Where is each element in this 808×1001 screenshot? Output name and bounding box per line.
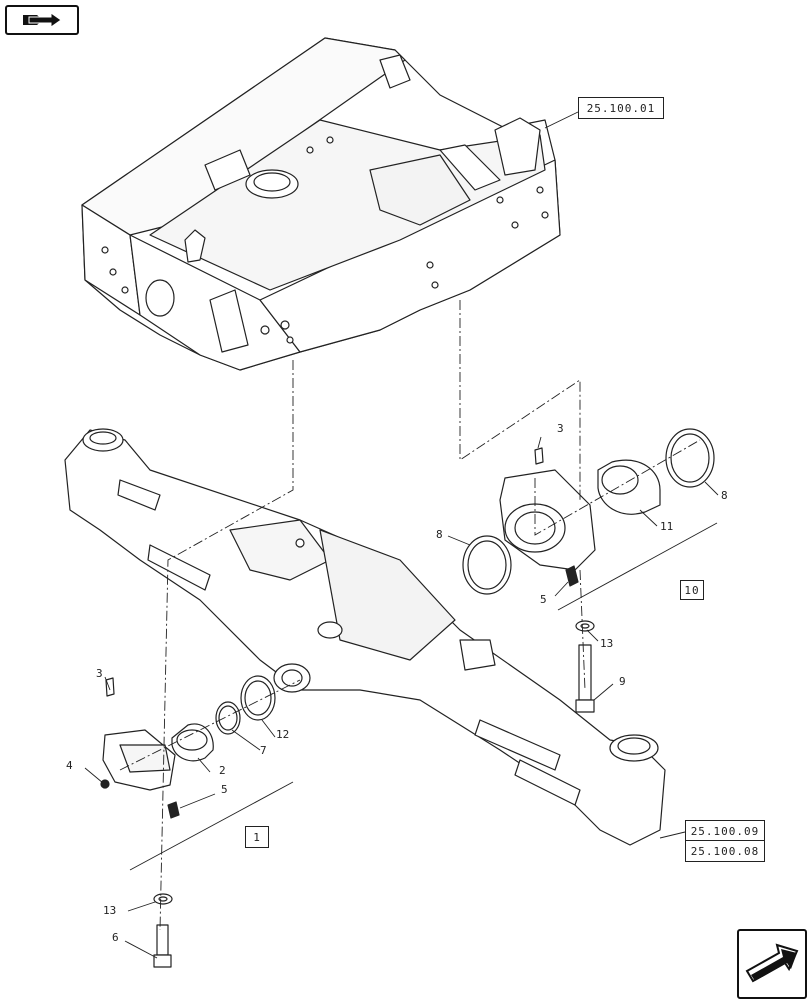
callout-pin-right: 3	[557, 422, 564, 435]
callout-washer-left: 13	[103, 904, 117, 917]
next-page-arrow-icon[interactable]	[737, 929, 807, 999]
callout-bolt-right: 9	[619, 675, 626, 688]
assembly-box-right[interactable]: 10	[680, 580, 704, 600]
callout-seal-ring-left: 8	[436, 528, 443, 541]
callout-nut-left: 4	[66, 759, 73, 772]
book-arrow-icon[interactable]	[5, 5, 79, 35]
callout-bolt-left: 6	[112, 931, 119, 944]
bolt-6	[156, 924, 169, 956]
callout-fitting-left: 5	[221, 783, 228, 796]
pin-3-left	[105, 677, 115, 697]
callout-bushing-right: 11	[660, 520, 674, 533]
callout-washer-right: 13	[600, 637, 614, 650]
callout-fitting-right: 5	[540, 593, 547, 606]
pin-3-right	[534, 447, 544, 465]
reference-box-frame[interactable]: 25.100.01	[578, 97, 664, 119]
nut-4	[100, 779, 110, 789]
bolt-9	[578, 644, 592, 701]
fitting-5-left	[167, 801, 180, 819]
callout-o-ring: 7	[260, 744, 267, 757]
left-support-assembly	[100, 675, 276, 968]
fitting-5-right	[565, 565, 579, 587]
reference-box-axle-b[interactable]: 25.100.08	[685, 840, 765, 862]
callout-bushing-left: 2	[219, 764, 226, 777]
callout-seal: 12	[276, 728, 290, 741]
callout-seal-ring-right: 8	[721, 489, 728, 502]
right-support-assembly	[462, 428, 715, 713]
assembly-box-left[interactable]: 1	[245, 826, 269, 848]
front-support-frame	[81, 37, 561, 371]
callout-pin-left: 3	[96, 667, 103, 680]
reference-box-axle-a[interactable]: 25.100.09	[685, 820, 765, 842]
